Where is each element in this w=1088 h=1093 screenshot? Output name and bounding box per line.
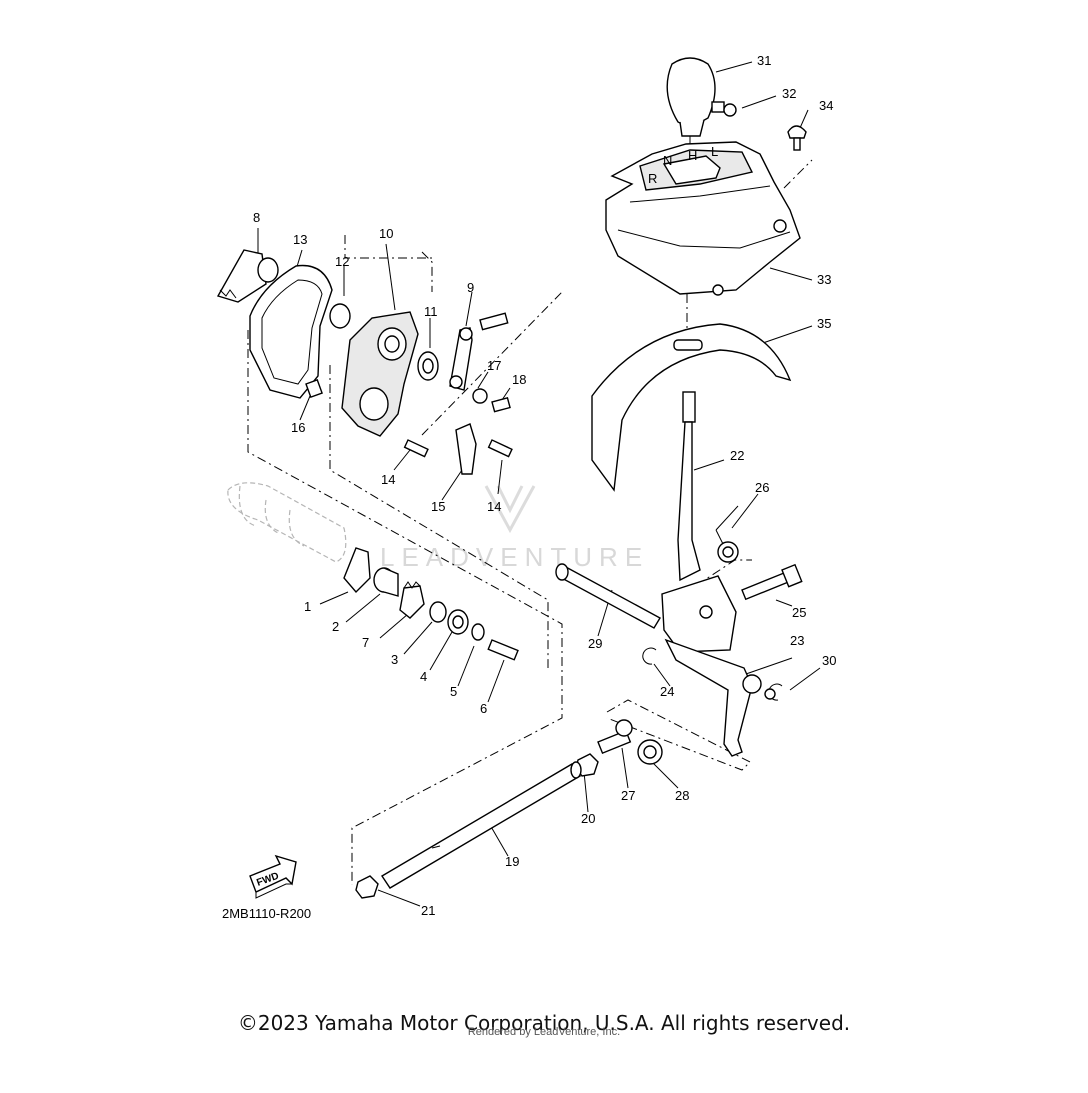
assembly-outlines [247,159,813,885]
callout-7: 7 [362,635,369,650]
bolt-14-a [403,439,429,458]
ball-joint-27 [597,719,633,755]
callout-19: 19 [505,854,519,869]
rod-end-28 [637,739,663,765]
callout-11: 11 [424,304,438,319]
callout-13: 13 [293,232,307,247]
callout-14a: 14 [381,472,395,487]
clamp-15 [455,423,477,475]
callout-32: 32 [782,86,796,101]
shift-drum-phantom [227,482,347,563]
shift-segment-8 [216,249,279,303]
gasket-13 [249,264,333,399]
callout-33: 33 [817,272,831,287]
callout-labels: 1 2 3 4 5 6 7 8 9 10 11 12 13 14 14 15 1… [253,53,836,918]
circlip-24 [642,647,657,665]
callout-16: 16 [291,420,305,435]
nut-21 [355,875,379,899]
callout-26: 26 [755,480,769,495]
callout-25: 25 [792,605,806,620]
knob-screw [711,101,737,117]
circlip-30 [764,683,783,701]
callout-30: 30 [822,653,836,668]
leader-lines [257,61,821,907]
callout-2: 2 [332,619,339,634]
watermark: LEADVENTURE [380,485,649,572]
callout-24: 24 [660,684,674,699]
shift-knob [666,57,716,150]
stopper-1 [343,547,371,594]
callout-9: 9 [467,280,474,295]
callout-3: 3 [391,652,398,667]
callout-35: 35 [817,316,831,331]
cover-10 [341,311,419,437]
shift-rod-19 [381,761,582,889]
gate-label-r: R [648,171,657,186]
callout-10: 10 [379,226,393,241]
bolt-18 [491,397,511,413]
oil-seal-11 [417,351,439,381]
callout-5: 5 [450,684,457,699]
bolt-25 [741,563,803,601]
gate-label-n: N [663,153,672,168]
collar-2 [373,567,399,597]
shift-lever-bracket [661,575,762,757]
shifter-console: R N H L [605,141,801,296]
gate-label-h: H [688,148,697,163]
shaft-29 [555,563,661,629]
gate-label-l: L [711,144,718,159]
push-rivet [787,125,807,151]
diagram-code: 2MB1110-R200 [222,906,311,921]
shifter-boot [591,323,792,492]
bearing-12 [329,303,351,329]
callout-31: 31 [757,53,771,68]
bolt-14-b [487,439,513,458]
watermark-text: LEADVENTURE [380,542,649,572]
callout-17: 17 [487,358,501,373]
callout-15: 15 [431,499,445,514]
callout-12: 12 [335,254,349,269]
callout-21: 21 [421,903,435,918]
callout-6: 6 [480,701,487,716]
callout-23: 23 [790,633,804,648]
callout-27: 27 [621,788,635,803]
washer-3 [429,601,447,623]
callout-29: 29 [588,636,602,651]
fwd-arrow-icon: FWD [249,854,297,899]
washer-17 [472,388,488,404]
callout-18: 18 [512,372,526,387]
callout-28: 28 [675,788,689,803]
callout-20: 20 [581,811,595,826]
callout-34-label: 34 [819,98,833,113]
callout-22: 22 [730,448,744,463]
spring-4 [447,609,469,635]
callout-1: 1 [304,599,311,614]
callout-14b: 14 [487,499,501,514]
shift-rod [677,391,701,582]
bolt-6 [487,639,519,661]
segment-7 [399,581,425,619]
rendered-by-notice: Rendered by LeadVenture, Inc. [467,1026,621,1038]
shift-arm-9 [449,312,509,391]
callout-8: 8 [253,210,260,225]
washer-5 [471,623,485,641]
callout-4: 4 [420,669,427,684]
spring-26 [715,505,739,563]
copyright-notice: ©2023 Yamaha Motor Corporation, U.S.A. A… [237,1011,851,1035]
dowel-pin-16 [305,378,323,399]
